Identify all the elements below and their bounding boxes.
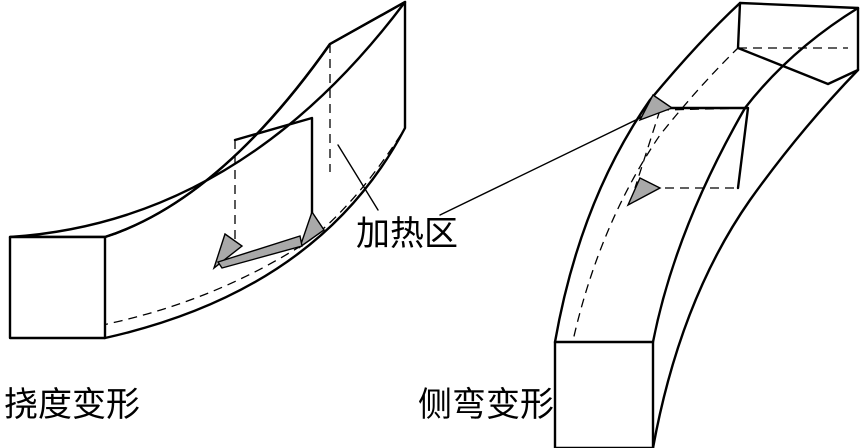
side-bend-label: 侧弯变形 bbox=[418, 385, 554, 425]
deflection-end-face bbox=[8, 235, 107, 340]
deflection-section-outline bbox=[233, 116, 314, 217]
side-bend-inner-edge bbox=[651, 6, 860, 344]
side-bend-beam bbox=[553, 1, 860, 448]
deflection-label: 挠度变形 bbox=[4, 385, 140, 425]
side-bend-end-face bbox=[553, 340, 655, 448]
leader-line-left bbox=[337, 144, 379, 211]
deflection-heated-strip bbox=[216, 235, 303, 269]
deflection-beam bbox=[8, 0, 407, 340]
side-bend-hidden-section-left bbox=[634, 109, 661, 189]
deflection-hidden-bottom-edge bbox=[9, 127, 406, 339]
deflection-top-face bbox=[8, 0, 407, 239]
leader-line-right bbox=[439, 117, 641, 216]
deflection-front-face bbox=[103, 0, 407, 340]
side-bend-section-outline bbox=[638, 106, 750, 190]
deflection-heated-triangle-right bbox=[298, 210, 325, 249]
heating-zone-label: 加热区 bbox=[356, 214, 458, 254]
side-bend-far-edge bbox=[651, 68, 860, 448]
deflection-heated-triangle-left bbox=[212, 232, 244, 270]
side-bend-heated-triangle-middle bbox=[626, 177, 662, 207]
side-bend-hidden-edge-1 bbox=[556, 47, 739, 441]
side-bend-heated-triangle-top bbox=[638, 93, 674, 122]
side-bend-outer-edge bbox=[553, 1, 742, 344]
side-bend-top-face bbox=[736, 1, 860, 86]
